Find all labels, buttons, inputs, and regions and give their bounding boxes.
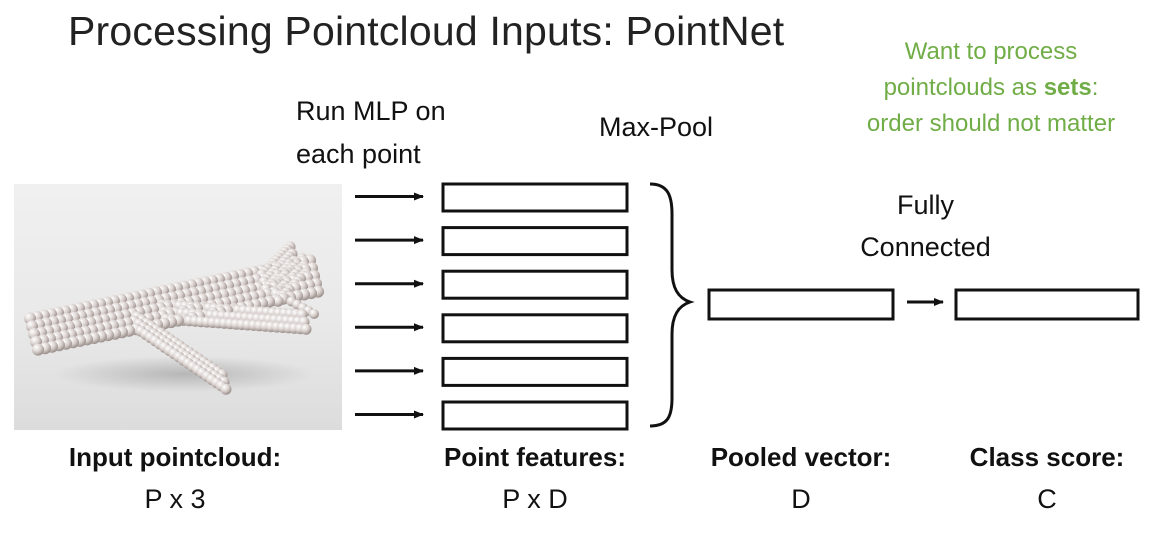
point-sphere xyxy=(32,343,44,356)
point-feature-box xyxy=(441,269,629,300)
features-dims: P x D xyxy=(502,484,568,514)
point-sphere xyxy=(309,309,319,319)
input-caption: Input pointcloud: xyxy=(68,442,282,472)
class-dims: C xyxy=(1037,484,1057,514)
maxpool-brace xyxy=(649,182,695,428)
sets-note: Want to process pointclouds as sets: ord… xyxy=(838,34,1144,142)
point-sphere xyxy=(272,295,284,307)
fully-connected-label: Fully Connected xyxy=(860,190,991,262)
point-feature-box xyxy=(441,226,629,257)
page-title: Processing Pointcloud Inputs: PointNet xyxy=(68,8,785,54)
pooled-vector-box xyxy=(707,288,895,321)
pointcloud-image xyxy=(14,184,342,430)
pooled-dims: D xyxy=(791,484,811,514)
note-line-3: order should not matter xyxy=(866,110,1116,137)
point-feature-box xyxy=(441,182,629,213)
point-feature-box xyxy=(441,313,629,344)
point-feature-box xyxy=(441,356,629,387)
point-sphere xyxy=(300,323,312,335)
note-sets-emphasis: sets xyxy=(1043,74,1092,101)
features-caption: Point features: xyxy=(443,442,627,472)
class-caption: Class score: xyxy=(969,442,1125,472)
class-score-box xyxy=(954,288,1140,321)
pooled-caption: Pooled vector: xyxy=(710,442,892,472)
mlp-label: Run MLP on each point xyxy=(296,96,446,169)
airplane-pointcloud-icon xyxy=(24,241,324,395)
input-dims: P x 3 xyxy=(144,484,206,514)
point-feature-rows xyxy=(441,182,629,431)
mlp-arrows xyxy=(355,192,424,419)
point-feature-box xyxy=(441,400,629,431)
note-line-1: Want to process xyxy=(904,38,1078,65)
note-line-2: pointclouds as sets: xyxy=(883,74,1099,101)
point-sphere xyxy=(220,383,232,395)
maxpool-label: Max-Pool xyxy=(599,112,714,142)
